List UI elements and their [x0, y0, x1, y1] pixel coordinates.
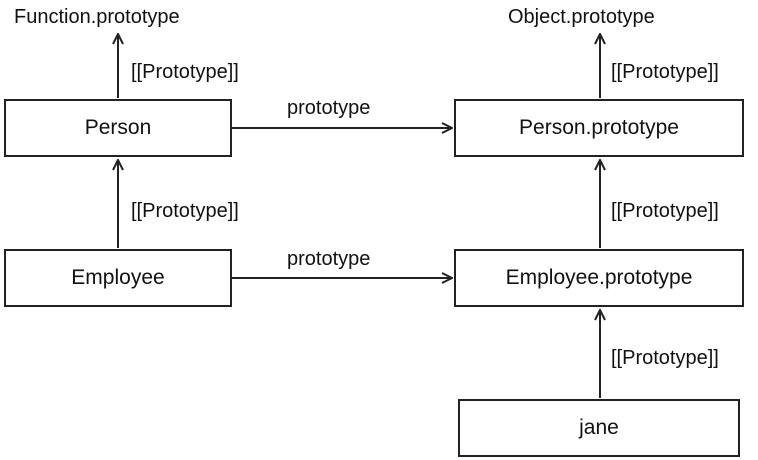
prototype-property-label-employee: prototype — [287, 248, 371, 270]
object-prototype-label: Object.prototype — [508, 6, 655, 28]
prototype-link-label-jane: [[Prototype]] — [611, 347, 719, 369]
jane-box: jane — [458, 399, 740, 457]
person-box: Person — [4, 99, 232, 157]
function-prototype-label: Function.prototype — [14, 6, 180, 28]
person-prototype-box: Person.prototype — [454, 99, 744, 157]
prototype-link-label-person: [[Prototype]] — [131, 61, 239, 83]
prototype-link-label-employee-prototype: [[Prototype]] — [611, 200, 719, 222]
prototype-link-label-employee: [[Prototype]] — [131, 200, 239, 222]
prototype-property-label-person: prototype — [287, 97, 371, 119]
prototype-link-label-person-prototype: [[Prototype]] — [611, 61, 719, 83]
employee-prototype-box: Employee.prototype — [454, 249, 744, 307]
employee-box: Employee — [4, 249, 232, 307]
